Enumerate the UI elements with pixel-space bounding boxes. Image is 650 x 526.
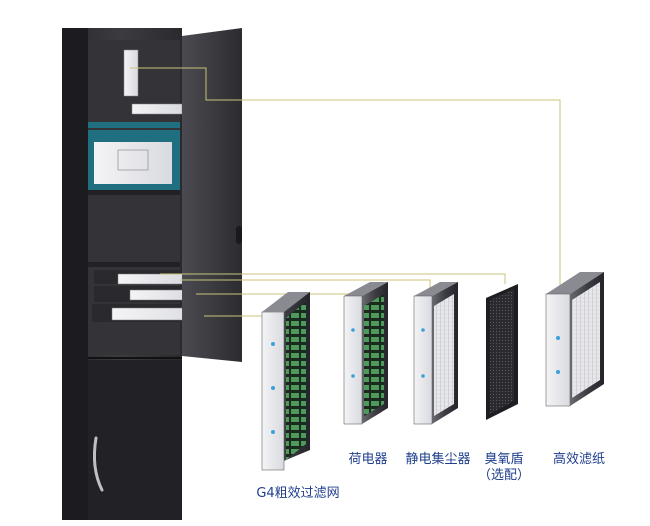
label-hepa-filter: 高效滤纸: [552, 452, 605, 467]
charger-arrow: [351, 328, 355, 332]
hepa-face: [545, 293, 571, 407]
collector-arrow: [421, 374, 425, 378]
g4-filter-mesh: [286, 302, 306, 460]
hepa-media: [572, 282, 600, 398]
label-charger: 荷电器: [348, 452, 388, 467]
collector-face: [413, 295, 433, 425]
door-knob: [236, 226, 242, 244]
collector-top: [414, 282, 458, 296]
label-electrostatic-collector: 静电集尘器: [405, 452, 471, 467]
filter-module-icon: [117, 273, 185, 285]
charger-top: [344, 282, 388, 296]
filter-module-icon: [94, 142, 172, 184]
label-g4-filter: G4粗效过滤网: [256, 486, 340, 501]
cabinet-left-edge: [62, 28, 88, 520]
collector-plates: [434, 294, 454, 416]
g4-filter-unit: [261, 292, 310, 471]
cabinet-door: [182, 28, 242, 362]
g4-filter-arrow: [271, 342, 275, 346]
g4-filter-arrow: [271, 386, 275, 390]
cabinet-shelf: [88, 190, 180, 195]
filter-module-detail: [117, 149, 149, 171]
filter-module-icon: [131, 103, 183, 115]
hepa-arrow: [556, 370, 560, 374]
charger-arrow: [351, 374, 355, 378]
hepa-filter-unit: [545, 272, 604, 407]
label-ozone-shield-optional: （选配）: [477, 468, 530, 483]
cabinet-lower: [88, 360, 182, 520]
label-ozone-shield: 臭氧盾: [484, 452, 524, 467]
charger-unit: [343, 282, 388, 425]
leader-line-hepa: [130, 67, 561, 292]
filter-module-icon: [123, 49, 139, 97]
g4-filter-top: [262, 292, 310, 312]
leader-line-ozone: [160, 273, 506, 284]
charger-face: [343, 295, 363, 425]
cabinet-handle: [92, 436, 104, 492]
g4-filter-arrow: [271, 430, 275, 434]
electrostatic-collector-unit: [413, 282, 458, 425]
charger-grid: [364, 294, 384, 416]
cabinet-shelf: [88, 262, 180, 267]
ozone-shield-mesh: [490, 289, 514, 414]
hepa-arrow: [556, 336, 560, 340]
cabinet-shelf: [88, 122, 180, 128]
collector-arrow: [421, 328, 425, 332]
ozone-shield-unit: [486, 284, 518, 420]
g4-filter-face: [261, 311, 285, 471]
hepa-top: [546, 272, 604, 294]
